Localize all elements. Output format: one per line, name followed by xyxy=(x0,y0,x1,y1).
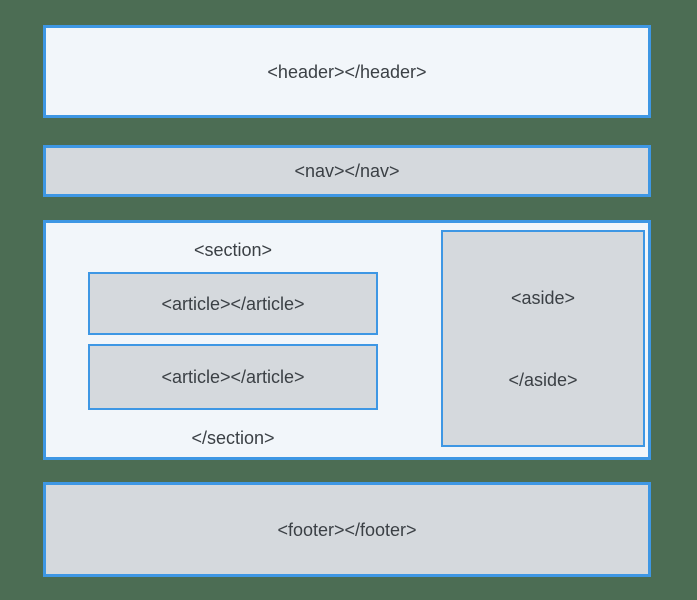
section-box: <section> <article></article> <article><… xyxy=(43,220,651,460)
section-open-label: <section> xyxy=(193,240,273,260)
section-column: <section> <article></article> <article><… xyxy=(88,223,378,448)
aside-box: <aside> </aside> xyxy=(441,230,645,447)
nav-box: <nav></nav> xyxy=(43,145,651,197)
aside-close-label: </aside> xyxy=(508,369,578,390)
footer-box: <footer></footer> xyxy=(43,482,651,577)
article-box-1: <article></article> xyxy=(88,272,378,335)
article-2-label: <article></article> xyxy=(161,367,305,387)
article-1-label: <article></article> xyxy=(161,293,305,314)
header-label: <header></header> xyxy=(267,61,427,82)
nav-label: <nav></nav> xyxy=(294,161,400,181)
aside-open-label: <aside> xyxy=(510,287,576,308)
footer-label: <footer></footer> xyxy=(277,519,417,540)
header-box: <header></header> xyxy=(43,25,651,118)
article-box-2: <article></article> xyxy=(88,344,378,410)
section-close-label: </section> xyxy=(191,428,275,448)
